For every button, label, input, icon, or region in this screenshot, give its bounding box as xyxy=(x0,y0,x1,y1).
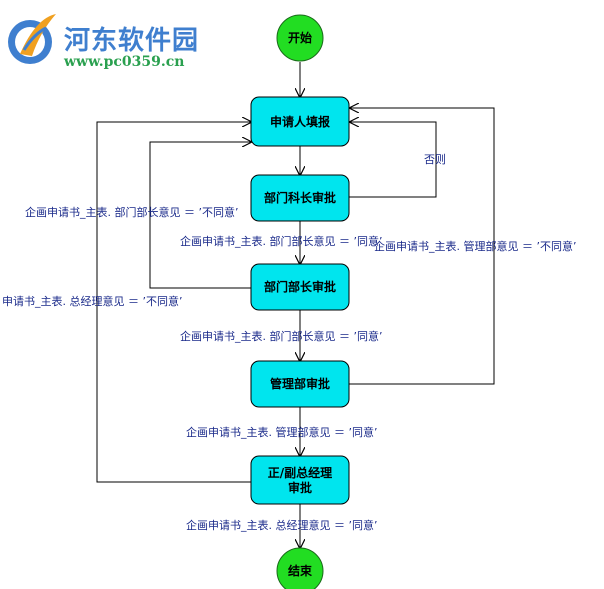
edge-label-reject: 否则 xyxy=(424,153,446,166)
logo-title: 河东软件园 xyxy=(64,26,200,56)
node-end xyxy=(276,547,324,589)
edge-label-mgmt-agree: 企画申请书_主表. 管理部意见 ＝ ’同意’ xyxy=(186,425,377,439)
node-dept-chief xyxy=(250,263,350,311)
edge-label-mgmt-disagree: 企画申请书_主表. 管理部意见 ＝ ’不同意’ xyxy=(374,239,576,253)
node-end-label: 结束 xyxy=(288,563,313,578)
edge-dept-head-reject xyxy=(349,122,437,198)
edge-gm-disagree xyxy=(96,122,251,483)
watermark-logo: 河东软件园 www.pc0359.cn xyxy=(6,8,216,70)
edge-chief-disagree xyxy=(149,142,251,289)
edge-label-head-agree: 企画申请书_主表. 部门部长意见 ＝ ’同意’ xyxy=(180,234,382,248)
edge-label-head-disagree: 企画申请书_主表. 部门部长意见 ＝ ’不同意’ xyxy=(25,205,238,219)
node-start-label: 开始 xyxy=(288,30,312,45)
edge-label-chief-agree: 企画申请书_主表. 部门部长意见 ＝ ’同意’ xyxy=(180,329,382,343)
node-start xyxy=(276,14,324,62)
node-gm-label-line1: 正/副总经理 xyxy=(268,465,332,480)
logo-url: www.pc0359.cn xyxy=(64,54,185,70)
node-gm xyxy=(250,455,350,505)
edge-label-gm-agree: 企画申请书_主表. 总经理意见 ＝ ’同意’ xyxy=(186,518,377,532)
node-gm-label-line2: 审批 xyxy=(288,480,312,495)
node-dept-head-label: 部门科长审批 xyxy=(264,190,336,205)
logo-icon xyxy=(8,14,56,64)
node-mgmt xyxy=(250,360,350,408)
node-apply xyxy=(250,96,350,147)
edge-label-gm-disagree: 申请书_主表. 总经理意见 ＝ ’不同意’ xyxy=(2,294,182,308)
node-dept-chief-label: 部门部长审批 xyxy=(264,279,336,294)
edge-mgmt-disagree xyxy=(349,108,495,385)
node-dept-head xyxy=(250,174,350,222)
node-apply-label: 申请人填报 xyxy=(270,114,330,129)
node-mgmt-label: 管理部审批 xyxy=(270,376,330,391)
